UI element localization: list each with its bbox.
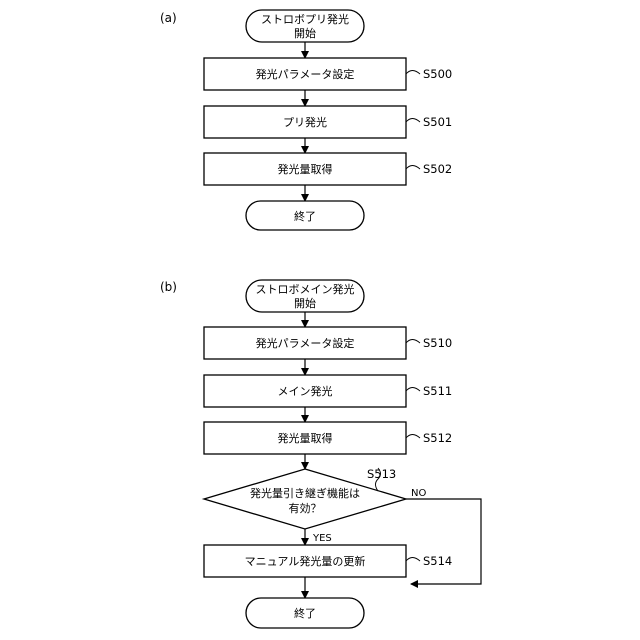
process-s500: 発光パラメータ設定 S500: [204, 58, 452, 90]
label-b: (b): [160, 280, 177, 294]
start-terminal-b: ストロボメイン発光 開始: [246, 280, 364, 312]
start-b-line1: ストロボメイン発光: [256, 282, 355, 296]
process-s512-text: 発光量取得: [278, 431, 333, 445]
process-s514-text: マニュアル発光量の更新: [245, 554, 366, 568]
step-id-s510: S510: [423, 336, 452, 350]
process-s500-text: 発光パラメータ設定: [256, 67, 355, 81]
step-id-s514: S514: [423, 554, 452, 568]
process-s501: プリ発光 S501: [204, 106, 452, 138]
start-a-line2: 開始: [294, 26, 316, 40]
step-id-s500: S500: [423, 67, 452, 81]
step-id-s512: S512: [423, 431, 452, 445]
start-b-line2: 開始: [294, 296, 316, 310]
decision-s513-line2: 有効？: [289, 501, 322, 515]
step-id-s502: S502: [423, 162, 452, 176]
process-s502: 発光量取得 S502: [204, 153, 452, 185]
process-s511-text: メイン発光: [278, 384, 333, 398]
step-id-s511: S511: [423, 384, 452, 398]
process-s502-text: 発光量取得: [278, 162, 333, 176]
end-b-text: 終了: [294, 606, 316, 620]
no-label: NO: [411, 488, 426, 499]
end-terminal-b: 終了: [246, 598, 364, 628]
process-s510: 発光パラメータ設定 S510: [204, 327, 452, 359]
process-s514: マニュアル発光量の更新 S514: [204, 545, 452, 577]
flowchart-a: (a) ストロボプリ発光 開始 発光パラメータ設定 S500 プリ発光 S501…: [160, 10, 452, 230]
flowchart-b: (b) ストロボメイン発光 開始 発光パラメータ設定 S510 メイン発光 S5…: [160, 280, 481, 628]
decision-s513: 発光量引き継ぎ機能は 有効？ S513: [204, 467, 406, 529]
yes-label: YES: [312, 533, 332, 544]
process-s510-text: 発光パラメータ設定: [256, 336, 355, 350]
process-s501-text: プリ発光: [283, 115, 327, 129]
process-s511: メイン発光 S511: [204, 375, 452, 407]
label-a: (a): [160, 11, 177, 25]
start-a-line1: ストロボプリ発光: [261, 12, 349, 26]
start-terminal-a: ストロボプリ発光 開始: [246, 10, 364, 42]
end-a-text: 終了: [294, 209, 316, 223]
process-s512: 発光量取得 S512: [204, 422, 452, 454]
decision-s513-line1: 発光量引き継ぎ機能は: [250, 486, 360, 500]
step-id-s513: S513: [367, 467, 396, 481]
end-terminal-a: 終了: [246, 201, 364, 230]
step-id-s501: S501: [423, 115, 452, 129]
